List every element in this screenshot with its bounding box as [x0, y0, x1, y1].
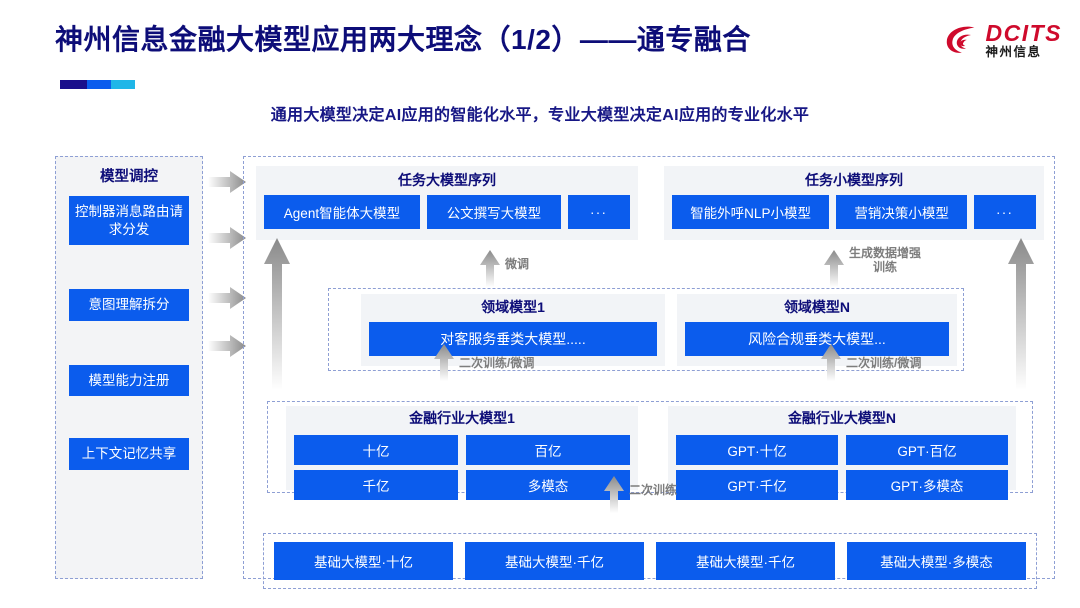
chip-indn-gpt-billion[interactable]: GPT·十亿 — [676, 435, 838, 465]
domain-model-1: 领域模型1 对客服务垂类大模型..... — [361, 294, 665, 366]
task-large-model-title: 任务大模型序列 — [398, 172, 496, 188]
domain-model-frame: 领域模型1 对客服务垂类大模型..... 领域模型N 风险合规垂类大模型... — [328, 288, 964, 371]
task-large-model-panel: 任务大模型序列 Agent智能体大模型 公文撰写大模型 ... — [256, 166, 638, 240]
flow-arrow-up-tall-left — [264, 238, 290, 390]
flow-arrow-right-3 — [208, 287, 246, 309]
flow-arrow-up-retrain-right — [821, 344, 841, 381]
domain-model-n-box[interactable]: 风险合规垂类大模型... — [685, 322, 949, 356]
control-item-intent[interactable]: 意图理解拆分 — [69, 289, 189, 321]
chip-base-hundred-billion-2[interactable]: 基础大模型·千亿 — [656, 542, 835, 580]
industry-model-1: 金融行业大模型1 十亿 百亿 千亿 多模态 — [286, 406, 638, 500]
base-model-frame: 基础大模型·十亿 基础大模型·千亿 基础大模型·千亿 基础大模型·多模态 — [263, 533, 1037, 589]
control-panel: 模型调控 控制器消息路由请求分发 意图理解拆分 模型能力注册 上下文记忆共享 — [55, 156, 203, 579]
chip-ind1-hundred-billion[interactable]: 千亿 — [294, 470, 458, 500]
flow-arrow-right-1 — [208, 171, 246, 193]
architecture-diagram: 模型调控 控制器消息路由请求分发 意图理解拆分 模型能力注册 上下文记忆共享 任… — [0, 135, 1080, 608]
chip-ind1-ten-billion[interactable]: 百亿 — [466, 435, 630, 465]
chip-indn-gpt-ten-billion[interactable]: GPT·百亿 — [846, 435, 1008, 465]
control-item-context[interactable]: 上下文记忆共享 — [69, 438, 189, 470]
flow-arrow-up-retrain-base — [604, 476, 624, 513]
task-small-model-panel: 任务小模型序列 智能外呼NLP小模型 营销决策小模型 ... — [664, 166, 1044, 240]
caption-fine-tune: 微调 — [505, 257, 530, 271]
model-stack-frame: 任务大模型序列 Agent智能体大模型 公文撰写大模型 ... 任务小模型序列 … — [243, 156, 1055, 589]
task-small-model-chip-row: 智能外呼NLP小模型 营销决策小模型 ... — [672, 195, 1037, 229]
page-title: 神州信息金融大模型应用两大理念（1/2）——通专融合 — [55, 24, 751, 55]
flow-arrow-up-tall-right — [1008, 238, 1034, 390]
flow-arrow-up-retrain-left — [434, 344, 454, 381]
accent-segment-2 — [87, 80, 111, 89]
caption-data-augmentation-line2: 训练 — [873, 259, 898, 274]
caption-retrain-base: 二次训练 — [629, 483, 678, 497]
industry-model-n-title: 金融行业大模型N — [787, 410, 897, 426]
industry-model-1-chips: 十亿 百亿 千亿 多模态 — [286, 433, 638, 500]
flow-arrow-right-4 — [208, 335, 246, 357]
title-accent-bar — [60, 80, 135, 89]
chip-base-hundred-billion-1[interactable]: 基础大模型·千亿 — [465, 542, 644, 580]
chip-outbound-nlp-small-model[interactable]: 智能外呼NLP小模型 — [672, 195, 830, 229]
caption-data-augmentation-line1: 生成数据增强 — [849, 246, 922, 260]
domain-model-1-box[interactable]: 对客服务垂类大模型..... — [369, 322, 657, 356]
caption-retrain-fine-tune-left: 二次训练/微调 — [459, 356, 535, 370]
flow-arrow-up-data-augmentation — [824, 250, 844, 287]
industry-model-1-title: 金融行业大模型1 — [409, 410, 515, 426]
chip-base-multimodal[interactable]: 基础大模型·多模态 — [847, 542, 1026, 580]
caption-data-augmentation: 生成数据增强 训练 — [849, 246, 922, 275]
industry-model-n: 金融行业大模型N GPT·十亿 GPT·百亿 GPT·千亿 GPT·多模态 — [668, 406, 1016, 500]
company-logo: DCITS 神州信息 — [941, 20, 1063, 60]
logo-text-cn: 神州信息 — [985, 44, 1042, 59]
domain-model-n-title: 领域模型N — [783, 299, 851, 315]
domain-model-n: 领域模型N 风险合规垂类大模型... — [677, 294, 957, 366]
page-header: 神州信息金融大模型应用两大理念（1/2）——通专融合 通用大模型决定AI应用的智… — [0, 0, 1080, 135]
chip-indn-gpt-hundred-billion[interactable]: GPT·千亿 — [676, 470, 838, 500]
page-subtitle: 通用大模型决定AI应用的智能化水平，专业大模型决定AI应用的专业化水平 — [270, 107, 810, 124]
control-panel-title: 模型调控 — [100, 169, 158, 185]
chip-more-small-models[interactable]: ... — [974, 195, 1037, 229]
logo-text-en: DCITS — [985, 19, 1062, 46]
chip-ind1-multimodal[interactable]: 多模态 — [466, 470, 630, 500]
chip-indn-gpt-multimodal[interactable]: GPT·多模态 — [846, 470, 1008, 500]
chip-agent-large-model[interactable]: Agent智能体大模型 — [264, 195, 420, 229]
caption-retrain-fine-tune-right: 二次训练/微调 — [846, 356, 922, 370]
chip-base-billion[interactable]: 基础大模型·十亿 — [274, 542, 453, 580]
industry-model-n-chips: GPT·十亿 GPT·百亿 GPT·千亿 GPT·多模态 — [668, 433, 1016, 500]
control-item-router[interactable]: 控制器消息路由请求分发 — [69, 196, 189, 246]
domain-model-1-title: 领域模型1 — [481, 299, 545, 315]
task-large-model-chip-row: Agent智能体大模型 公文撰写大模型 ... — [264, 195, 630, 229]
industry-model-frame: 金融行业大模型1 十亿 百亿 千亿 多模态 金融行业大模型N GPT·十亿 GP… — [267, 401, 1033, 500]
control-item-registry[interactable]: 模型能力注册 — [69, 364, 189, 397]
chip-marketing-decision-small-model[interactable]: 营销决策小模型 — [836, 195, 968, 229]
chip-more-large-models[interactable]: ... — [568, 195, 630, 229]
flow-arrow-up-fine-tune — [480, 250, 500, 287]
accent-segment-3 — [111, 80, 135, 89]
flow-arrow-right-2 — [208, 227, 246, 249]
chip-ind1-billion[interactable]: 十亿 — [294, 435, 458, 465]
task-small-model-title: 任务小模型序列 — [805, 172, 903, 188]
chip-document-writing-large-model[interactable]: 公文撰写大模型 — [426, 195, 561, 229]
dcits-swirl-icon — [946, 26, 974, 53]
accent-segment-1 — [60, 80, 87, 89]
